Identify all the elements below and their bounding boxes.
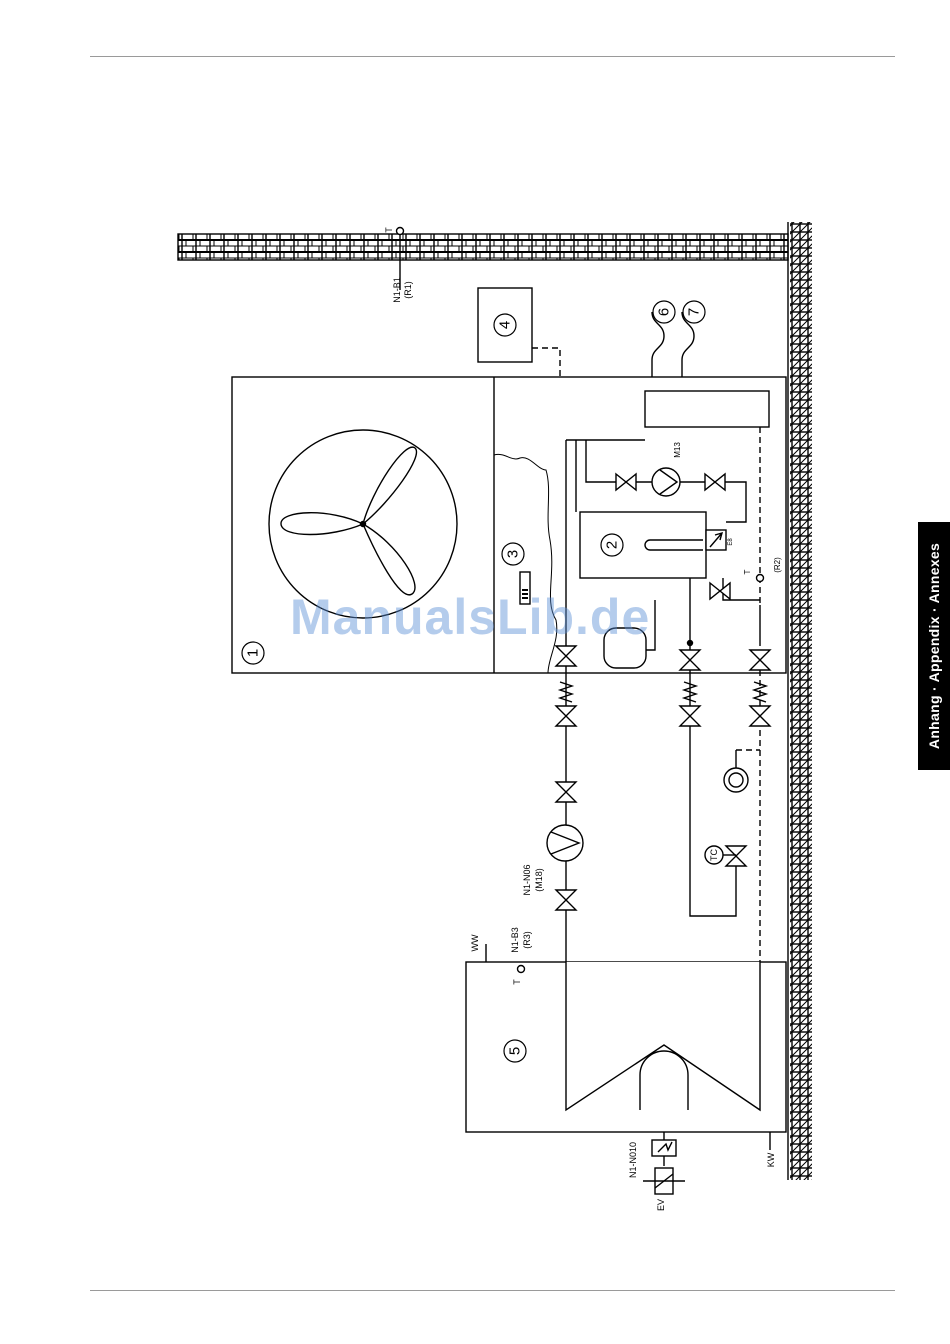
m13-label: M13: [673, 442, 682, 458]
component-6-label: 6: [656, 308, 673, 316]
temperature-sensor-r2-icon: [757, 575, 764, 582]
kw-label: KW: [766, 1152, 776, 1167]
component-4-label: 4: [497, 321, 514, 329]
heater-label: N1-N010: [628, 1142, 638, 1178]
r2-label: (R2): [773, 557, 782, 573]
outdoor-sensor-ref: (R1): [403, 281, 413, 299]
thermostatic-valve-icon: [726, 846, 746, 866]
buffer-tank: [580, 512, 706, 578]
hw-sensor-label: N1-B3: [510, 927, 520, 953]
outdoor-sensor-label: N1-B1: [392, 277, 402, 303]
component-3-label: 3: [505, 550, 522, 558]
hw-temp-symbol: T: [512, 979, 522, 985]
hw-sensor-ref: (R3): [522, 931, 532, 949]
flow-indicator-icon: [724, 768, 748, 792]
component-5-label: 5: [507, 1047, 524, 1055]
component-1-label: 1: [245, 649, 262, 657]
component-7-label: 7: [686, 308, 703, 316]
component-2-label: 2: [604, 541, 621, 549]
outdoor-temp-symbol: T: [384, 227, 394, 233]
outdoor-sensor-icon: [397, 228, 404, 235]
control-cabinet: [645, 391, 769, 427]
brick-wall: [178, 234, 788, 260]
ground-hatch: [790, 222, 812, 1180]
pump-ref-label: (M18): [534, 868, 544, 892]
ev-label: EV: [656, 1199, 666, 1211]
tc-label: TC: [709, 849, 719, 861]
e8-label: E8: [728, 538, 734, 546]
pump-label: N1-N06: [522, 864, 532, 895]
watermark: ManualsLib.de: [290, 588, 650, 646]
r2-temp-symbol: T: [743, 569, 752, 574]
ww-label: WW: [470, 934, 480, 951]
hot-water-sensor-icon: [518, 966, 525, 973]
